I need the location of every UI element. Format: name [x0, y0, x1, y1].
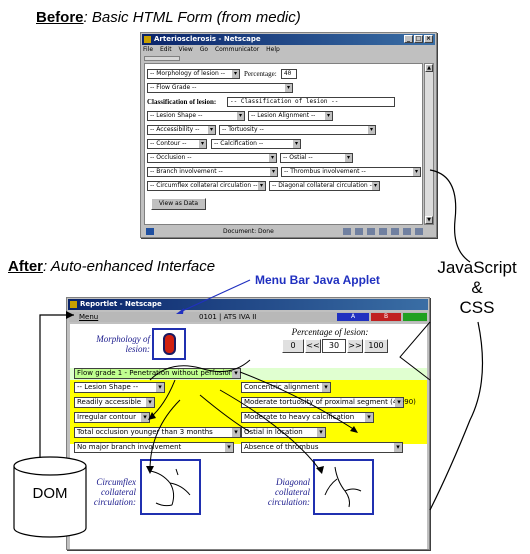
occlusion-select[interactable]: -- Occlusion --	[147, 153, 277, 163]
applet-menu[interactable]: Menu	[79, 313, 99, 321]
dom-label: DOM	[32, 485, 68, 502]
circumflex-select[interactable]: -- Circumflex collateral circulation --	[147, 181, 266, 191]
occlusion-select[interactable]: Total occlusion younger than 3 months	[74, 427, 241, 438]
flow-grade-select[interactable]: Flow grade 1 - Penetration without perfu…	[74, 368, 241, 379]
percentage-min-button[interactable]: 0	[282, 339, 304, 353]
segment-a[interactable]: A	[337, 313, 369, 321]
flow-grade-select[interactable]: -- Flow Grade --	[147, 83, 293, 93]
thrombus-select[interactable]: Absence of thrombus	[241, 442, 403, 453]
menu-edit[interactable]: Edit	[159, 46, 172, 53]
morphology-label: Morphology of lesion:	[96, 334, 150, 354]
diagonal-select[interactable]: -- Diagonal collateral circulation --	[269, 181, 380, 191]
alignment-select[interactable]: Concentric alignment	[241, 382, 331, 393]
diagonal-image[interactable]	[313, 459, 374, 515]
classification-input[interactable]: -- Classification of lesion --	[227, 97, 395, 107]
before-window-title: Arteriosclerosis - Netscape	[154, 35, 261, 43]
js-connector-bottom	[429, 321, 484, 511]
tortuosity-select[interactable]: -- Tortuosity --	[219, 125, 376, 135]
percentage-increment-button[interactable]: >>	[347, 339, 363, 353]
scroll-down-icon[interactable]: ▼	[425, 216, 433, 224]
contour-select[interactable]: -- Contour --	[147, 139, 207, 149]
calcification-select[interactable]: -- Calcification --	[211, 139, 301, 149]
patient-code: 0101 | ATS IVA II	[199, 313, 257, 321]
before-menu-bar: File Edit View Go Communicator Help	[143, 46, 434, 55]
classification-label: Classification of lesion:	[147, 98, 217, 106]
js-line-3: CSS	[459, 298, 495, 317]
ostial-select[interactable]: Ostial in location	[241, 427, 326, 438]
javascript-css-annotation: JavaScript & CSS	[427, 258, 527, 318]
before-status-bar: Document: Done	[143, 226, 434, 237]
netscape-icon	[144, 36, 151, 43]
segment-c[interactable]	[403, 313, 427, 321]
ostial-select[interactable]: -- Ostial --	[280, 153, 353, 163]
branch-select[interactable]: No major branch involvement	[74, 442, 234, 453]
percentage-input[interactable]: 40	[281, 69, 297, 79]
view-as-data-button[interactable]: View as Data	[151, 198, 206, 210]
before-scrollbar[interactable]: ▲ ▼	[424, 63, 434, 225]
diagonal-label: Diagonal collateral circulation:	[267, 477, 310, 507]
after-browser-window: Reportlet - Netscape Menu 0101 | ATS IVA…	[66, 297, 430, 550]
netscape-icon	[70, 301, 77, 308]
lesion-icon	[163, 333, 176, 355]
thrombus-select[interactable]: -- Thrombus involvement --	[281, 167, 421, 177]
menu-view[interactable]: View	[178, 46, 193, 53]
before-heading: Before: Basic HTML Form (from medic)	[36, 9, 301, 26]
tortuosity-select[interactable]: Moderate tortuosity of proximal segment …	[241, 397, 416, 408]
menu-file[interactable]: File	[143, 46, 154, 53]
contour-select[interactable]: Irregular contour	[74, 412, 150, 423]
percentage-label: Percentage:	[244, 70, 277, 78]
accessibility-select[interactable]: -- Accessibility --	[147, 125, 216, 135]
status-text: Document: Done	[223, 228, 274, 235]
lesion-shape-select[interactable]: -- Lesion Shape --	[74, 382, 165, 393]
status-lock-icon	[146, 228, 154, 235]
after-window-title: Reportlet - Netscape	[80, 300, 162, 308]
lesion-alignment-select[interactable]: -- Lesion Alignment --	[248, 111, 333, 121]
diagonal-vessel-sketch	[324, 466, 362, 508]
scroll-up-icon[interactable]: ▲	[425, 64, 433, 72]
toolbar-grip[interactable]	[144, 56, 180, 61]
morphology-image[interactable]	[152, 328, 186, 360]
after-heading: After: Auto-enhanced Interface	[8, 258, 216, 275]
percentage-decrement-button[interactable]: <<	[305, 339, 321, 353]
circumflex-vessel-sketch	[149, 468, 191, 507]
percentage-max-button[interactable]: 100	[364, 339, 388, 353]
percentage-label: Percentage of lesion:	[291, 327, 369, 337]
menu-communicator[interactable]: Communicator	[214, 46, 260, 53]
before-form: -- Morphology of lesion -- Percentage: 4…	[144, 63, 423, 225]
minimize-button[interactable]: _	[404, 35, 413, 43]
circumflex-label: Circumflex collateral circulation:	[93, 477, 136, 507]
menu-go[interactable]: Go	[199, 46, 209, 53]
accessibility-select[interactable]: Readily accessible	[74, 397, 155, 408]
applet-menu-bar: Menu 0101 | ATS IVA II A B	[69, 312, 427, 322]
js-line-1: JavaScript	[437, 258, 517, 277]
morphology-select[interactable]: -- Morphology of lesion --	[147, 69, 240, 79]
lesion-shape-select[interactable]: -- Lesion Shape --	[147, 111, 245, 121]
after-title-bar: Reportlet - Netscape	[68, 299, 428, 310]
js-line-2: &	[471, 278, 483, 297]
close-button[interactable]: ×	[424, 35, 433, 43]
percentage-value[interactable]: 30	[322, 339, 346, 353]
before-browser-window: Arteriosclerosis - Netscape _ □ × File E…	[140, 32, 437, 238]
maximize-button[interactable]: □	[414, 35, 423, 43]
before-title-bar: Arteriosclerosis - Netscape _ □ ×	[142, 34, 435, 45]
calcification-select[interactable]: Moderate to heavy calcification	[241, 412, 374, 423]
branch-select[interactable]: -- Branch involvement --	[147, 167, 278, 177]
circumflex-image[interactable]	[140, 459, 201, 515]
segment-b[interactable]: B	[371, 313, 401, 321]
component-bar-icons[interactable]	[343, 228, 423, 235]
menu-help[interactable]: Help	[266, 46, 280, 53]
after-form: Morphology of lesion: Percentage of lesi…	[70, 324, 427, 549]
menu-applet-annotation: Menu Bar Java Applet	[255, 273, 380, 287]
